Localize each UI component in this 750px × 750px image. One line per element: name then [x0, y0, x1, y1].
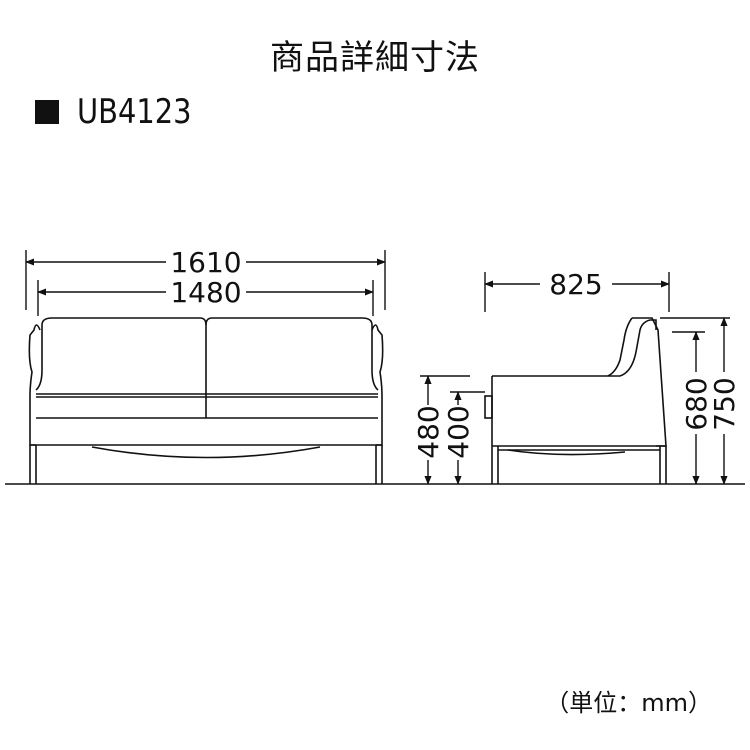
seat-height-dimensions: [420, 375, 485, 485]
dim-label-arm-height: 680: [680, 377, 713, 430]
side-depth-dimension: [484, 272, 670, 312]
dim-label-inner-width: 1480: [170, 276, 241, 309]
side-height-dimensions: [660, 317, 730, 485]
model-header: UB4123: [35, 92, 212, 132]
front-width-dimensions: [25, 250, 386, 316]
dim-label-depth: 825: [549, 268, 602, 301]
front-view-sofa: [28, 317, 384, 484]
dim-label-seat-height: 480: [412, 405, 445, 458]
dim-label-overall-width: 1610: [170, 246, 241, 279]
page-title: 商品詳細寸法: [270, 38, 480, 78]
square-bullet-icon: [35, 100, 59, 124]
dim-label-seat-cushion-height: 400: [442, 405, 475, 458]
unit-note: （単位：mm）: [545, 689, 712, 717]
model-number: UB4123: [77, 92, 192, 132]
side-view-sofa: [484, 317, 667, 484]
dim-label-total-height: 750: [708, 377, 741, 430]
